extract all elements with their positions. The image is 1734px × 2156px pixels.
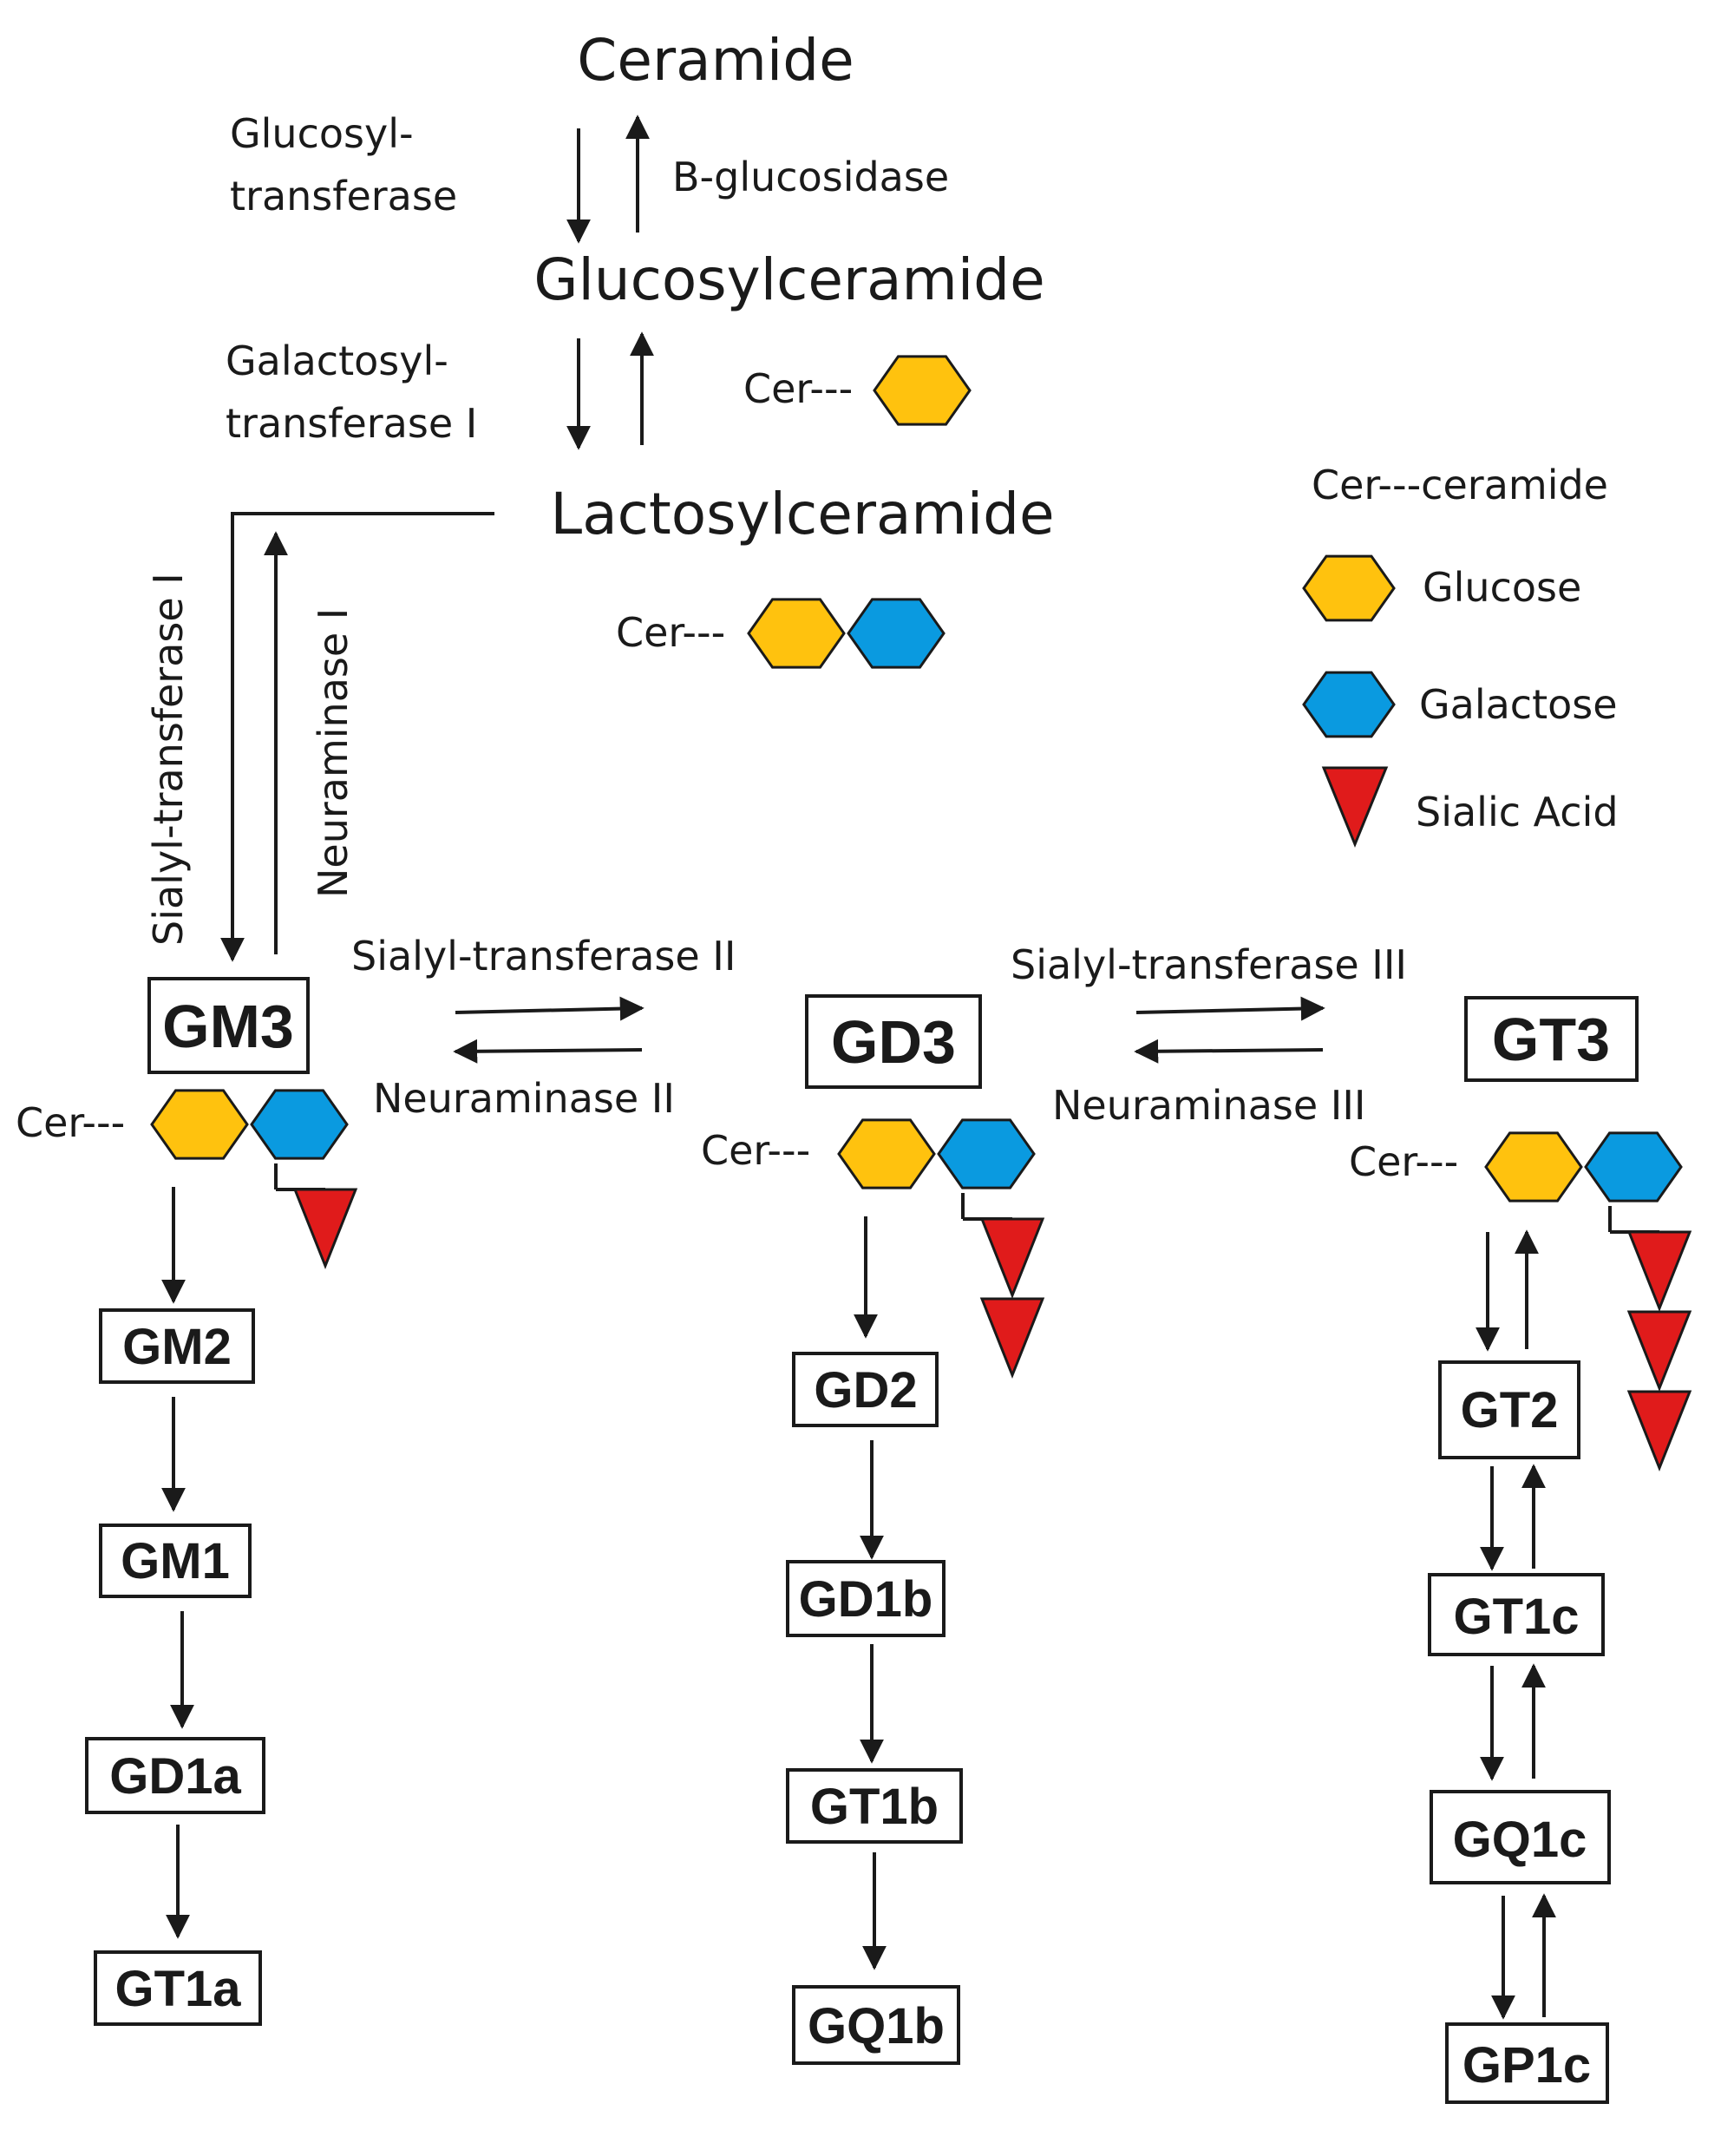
glucose-hexagon — [1484, 1131, 1583, 1203]
gm3-label: GM3 — [162, 993, 294, 1060]
gt2-box — [1438, 1360, 1580, 1459]
gm2-label: GM2 — [122, 1319, 232, 1375]
glucose-hexagon — [1302, 554, 1396, 622]
series-a-column: GM3 Cer--- GM2 GM1 GD1a GT1a — [16, 977, 358, 2026]
sialic-acid-triangle — [979, 1297, 1045, 1379]
gt1a-box — [94, 1950, 262, 2026]
sialic-acid-triangle — [1321, 766, 1389, 848]
galactose-hexagon — [1584, 1131, 1683, 1203]
glucosyltransferase-label-line1: Glucosyl- — [230, 110, 414, 157]
gm1-label: GM1 — [121, 1533, 230, 1589]
glucosyltransferase-label-line2: transferase — [230, 173, 457, 220]
gt1b-box — [786, 1768, 963, 1844]
arrow-gd3-to-gm3 — [453, 1039, 643, 1064]
glucose-hexagon — [873, 355, 972, 426]
gm1-box — [99, 1524, 252, 1598]
legend-glucose-hexagon-icon — [1302, 554, 1396, 622]
neuraminase-2-label: Neuraminase II — [373, 1075, 675, 1122]
series-c-column: GT3 Cer--- GT2 GT1c GQ1c GP1c — [1349, 996, 1692, 2104]
gd1b-box — [786, 1560, 946, 1637]
galactose-hexagon — [1302, 671, 1396, 738]
arrow-gt3-to-gd3 — [1134, 1039, 1324, 1064]
gt3-label: GT3 — [1492, 1006, 1610, 1073]
cer-label-gt3: Cer--- — [1349, 1138, 1458, 1185]
sialic-acid-triangle — [1626, 1310, 1692, 1393]
glucose-hexagon — [150, 1089, 249, 1160]
gp1c-box — [1445, 2022, 1609, 2104]
lactosylceramide-structure — [747, 598, 946, 669]
lactosylceramide-label: Lactosylceramide — [550, 481, 1054, 547]
galactose-hexagon — [250, 1089, 349, 1160]
gt2-label: GT2 — [1461, 1382, 1559, 1438]
galactose-hexagon — [847, 598, 946, 669]
legend-ceramide-label: Cer---ceramide — [1312, 462, 1608, 508]
glucosylceramide-structure — [873, 355, 972, 426]
cer-label-gm3: Cer--- — [16, 1099, 125, 1146]
gq1b-label: GQ1b — [808, 1998, 945, 2054]
gm3-box — [147, 977, 310, 1074]
gq1b-box — [792, 1985, 960, 2065]
gd1a-box — [85, 1737, 265, 1814]
legend-galactose-hexagon-icon — [1302, 671, 1396, 738]
gd1b-label: GD1b — [799, 1571, 933, 1628]
glucose-hexagon — [747, 598, 846, 669]
arrow-gd3-to-gt3 — [1135, 996, 1325, 1021]
sialic-acid-triangle — [292, 1188, 358, 1270]
legend-sialic-acid-label: Sialic Acid — [1416, 789, 1619, 836]
gd2-label: GD2 — [814, 1362, 917, 1419]
gt1a-label: GT1a — [115, 1961, 241, 2017]
legend-glucose-label: Glucose — [1423, 564, 1581, 611]
gp1c-label: GP1c — [1462, 2037, 1591, 2094]
gd1a-label: GD1a — [109, 1748, 241, 1805]
neuraminase-3-label: Neuraminase III — [1052, 1082, 1366, 1129]
galactose-hexagon — [937, 1118, 1036, 1189]
gt1b-label: GT1b — [810, 1779, 939, 1835]
cer-label-glucosylceramide: Cer--- — [743, 365, 853, 412]
gt3-box — [1464, 996, 1639, 1082]
neuraminase-1-label: Neuraminase I — [310, 608, 357, 898]
glucose-hexagon — [837, 1118, 936, 1189]
sialic-acid-triangle — [1626, 1230, 1692, 1313]
glucosylceramide-label: Glucosylceramide — [533, 246, 1044, 313]
gt3-structure — [1484, 1131, 1692, 1472]
gd3-label: GD3 — [831, 1008, 956, 1076]
legend-galactose-label: Galactose — [1419, 681, 1618, 728]
arrow-gm3-to-gd3 — [455, 996, 645, 1021]
sialyltransferase-3-label: Sialyl-transferase III — [1011, 941, 1407, 988]
gq1c-label: GQ1c — [1453, 1812, 1587, 1868]
sialyltransferase-1-label: Sialyl-transferase I — [145, 573, 192, 946]
legend-sialic-acid-triangle-icon — [1321, 766, 1389, 848]
ceramide-label: Ceramide — [577, 27, 854, 94]
gd3-box — [805, 994, 982, 1089]
gd2-box — [792, 1352, 939, 1427]
cer-label-gd3: Cer--- — [701, 1127, 810, 1174]
series-b-column: GD3 Cer--- GD2 GD1b GT1b GQ1b — [701, 994, 1045, 2065]
gt1c-box — [1428, 1573, 1605, 1656]
gm2-box — [99, 1308, 255, 1384]
galactosyltransferase-label-line1: Galactosyl- — [226, 337, 448, 384]
cer-label-lactosylceramide: Cer--- — [616, 609, 725, 656]
b-glucosidase-label: B-glucosidase — [672, 154, 949, 200]
gd3-structure — [837, 1118, 1045, 1379]
sialic-acid-triangle — [1626, 1390, 1692, 1472]
gt1c-label: GT1c — [1453, 1589, 1579, 1645]
sialic-acid-triangle — [979, 1217, 1045, 1300]
sialyltransferase-2-label: Sialyl-transferase II — [351, 933, 736, 980]
gq1c-box — [1430, 1790, 1611, 1884]
galactosyltransferase-label-line2: transferase I — [226, 400, 477, 447]
gm3-structure — [150, 1089, 358, 1270]
